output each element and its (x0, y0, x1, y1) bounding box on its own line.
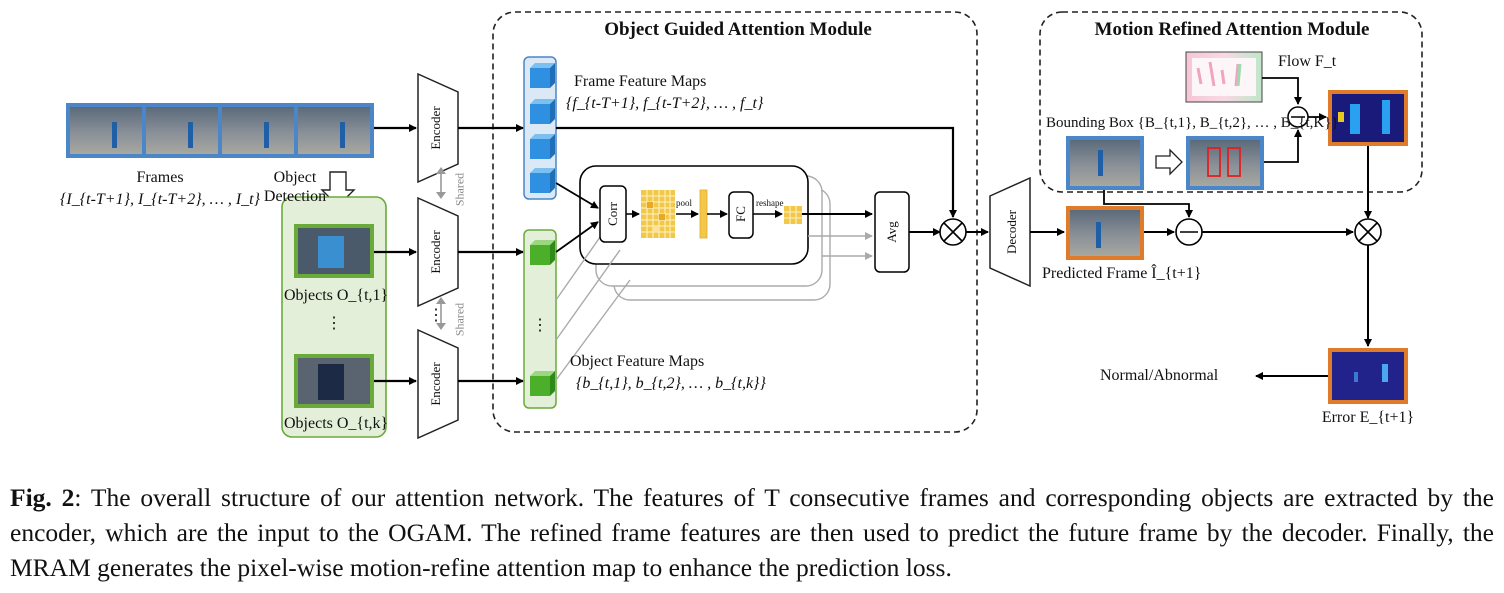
encoder-frames-label: Encoder (428, 106, 443, 150)
reshape-label: reshape (756, 198, 784, 208)
shared-label-1: Shared (452, 172, 467, 207)
objects-1-label: Objects O_{t,1} (284, 287, 389, 304)
object-feature-vdots: ⋮ (532, 317, 548, 334)
reshaped-map (784, 206, 802, 224)
architecture-diagram: Object Guided Attention Module Motion Re… (60, 11, 1423, 440)
pooled-vector (699, 189, 708, 239)
avg-label: Avg (884, 221, 899, 243)
bbox-hollow-arrow (1155, 148, 1183, 176)
frames-label: Frames (136, 169, 184, 186)
encoder-frames (417, 72, 459, 184)
object-feature-set-label: {b_{t,1}, b_{t,2}, … , b_{t,k}} (576, 375, 766, 392)
object-detection-label-2: Detection (263, 188, 327, 205)
mram-title: Motion Refined Attention Module (1094, 19, 1370, 40)
encoder-object-k-label: Encoder (428, 362, 443, 406)
object-feature-maps-label: Object Feature Maps (570, 353, 705, 370)
object-feature-cubes (530, 240, 555, 396)
decoder-label: Decoder (1004, 209, 1019, 255)
fc-label: FC (733, 206, 748, 222)
fc-box (728, 191, 754, 239)
encoder-vdots: ⋮ (428, 307, 444, 324)
correlation-heatmap (641, 190, 675, 238)
corr-label: Corr (605, 202, 620, 226)
encoder-object-1 (417, 196, 459, 308)
input-frames (66, 103, 374, 158)
bounding-box-label: Bounding Box {B_{t,1}, B_{t,2}, … , B_{t… (1046, 115, 1339, 131)
flow-label: Flow F_t (1278, 53, 1337, 70)
object-feature-column (523, 229, 557, 409)
objects-k-label: Objects O_{t,k} (284, 415, 389, 432)
caption-text: : The overall structure of our attention… (10, 483, 1494, 582)
ogam-box (492, 11, 978, 433)
encoder-object-1-label: Encoder (428, 230, 443, 274)
pool-label: pool (676, 198, 693, 208)
encoder-object-k (417, 328, 459, 440)
normal-abnormal-label: Normal/Abnormal (1100, 367, 1219, 384)
mram-box (1039, 11, 1423, 193)
frame-feature-cubes (530, 63, 555, 193)
multiply-node-ogam (939, 218, 967, 246)
shared-label-2: Shared (452, 302, 467, 337)
frame-feature-set-label: {f_{t-T+1}, f_{t-T+2}, … , f_t} (566, 95, 764, 112)
decoder (989, 176, 1031, 288)
caption-label: Fig. 2 (10, 483, 75, 512)
frame-feature-maps-label: Frame Feature Maps (574, 73, 707, 90)
subtract-node-error (1175, 218, 1203, 246)
objects-vdots: ⋮ (326, 315, 342, 332)
object-detection-label-1: Object (273, 169, 317, 186)
ogam-title: Object Guided Attention Module (604, 19, 872, 40)
error-label: Error E_{t+1} (1321, 409, 1415, 426)
multiply-node-mram (1354, 218, 1382, 246)
predicted-frame-label: Predicted Frame Î_{t+1} (1042, 265, 1202, 282)
frames-set-label: {I_{t-T+1}, I_{t-T+2}, … , I_t} (60, 191, 260, 208)
figure-caption: Fig. 2: The overall structure of our att… (10, 480, 1494, 585)
